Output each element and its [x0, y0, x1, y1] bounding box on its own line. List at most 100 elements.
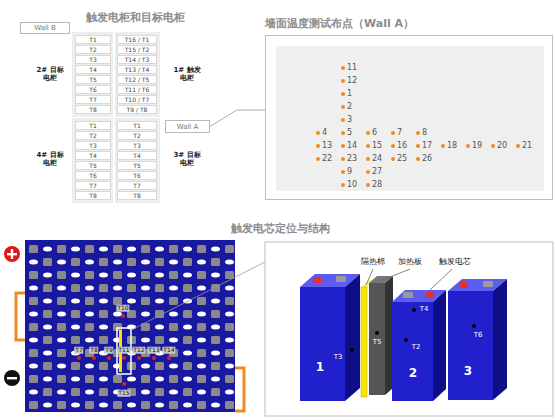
point-number: 10: [347, 181, 357, 190]
node-text: T7: [89, 97, 96, 103]
point-number: 1: [347, 90, 352, 99]
cabinet-cell: T8: [117, 191, 157, 200]
node-text: T8: [133, 193, 140, 199]
battery-cell: [392, 302, 433, 401]
cabinet-cell: T5: [75, 75, 111, 84]
point-number: 8: [422, 129, 427, 138]
cell-number: 1: [316, 361, 324, 374]
cabinet-cell: T6: [75, 171, 111, 180]
cabinet-cell: T4: [75, 151, 111, 160]
cabinet-panel: [72, 118, 160, 203]
test-point: [491, 144, 495, 148]
test-point: [341, 118, 345, 122]
cabinet-cell: T14 / T3: [117, 55, 157, 64]
cabinet-cell: T2: [75, 131, 111, 140]
node-text: T3: [133, 143, 140, 149]
sensor-label: T6: [474, 332, 483, 340]
test-point: [366, 131, 370, 135]
test-point: [316, 131, 320, 135]
node-text: T13 / T4: [125, 67, 150, 73]
part-label: 触发电芯: [439, 258, 471, 267]
positive-symbol: [4, 246, 20, 262]
sensor-label: T7: [74, 347, 83, 354]
node-text: T6: [89, 173, 96, 179]
cell-number: 3: [464, 365, 472, 378]
point-number: 24: [372, 155, 382, 164]
node-text: T1: [89, 37, 96, 43]
section-title: 触发电柜和目标电柜: [86, 12, 185, 24]
busbar-bracket: [235, 368, 244, 411]
test-point: [441, 144, 445, 148]
point-number: 25: [397, 155, 407, 164]
cabinet-cell: T7: [75, 95, 111, 104]
test-point: [366, 144, 370, 148]
node-text: T8: [89, 193, 96, 199]
test-point: [391, 144, 395, 148]
cabinet-cell: T10 / T7: [117, 95, 157, 104]
cabinet-cell: T6: [75, 85, 111, 94]
cabinet-cell: T3: [75, 55, 111, 64]
node-text: T11 / T6: [125, 87, 150, 93]
node-text: T2: [133, 133, 140, 139]
point-number: 16: [397, 142, 407, 151]
cabinet-cell: T13 / T4: [117, 65, 157, 74]
test-point: [341, 79, 345, 83]
node-text: T16 / T1: [125, 37, 150, 43]
point-number: 14: [347, 142, 357, 151]
cabinet-cell: T1: [75, 121, 111, 130]
node-text: T12 / T5: [125, 77, 150, 83]
cabinet-cell: T3: [75, 141, 111, 150]
node-text: T1: [89, 123, 96, 129]
cabinet-label: 2# 目标电柜: [34, 67, 66, 82]
point-number: 2: [347, 103, 352, 112]
cabinet-cell: T5: [75, 161, 111, 170]
cabinet-cell: T11 / T6: [117, 85, 157, 94]
test-point: [316, 157, 320, 161]
sensor-label: T2: [412, 344, 421, 352]
point-number: 26: [422, 155, 432, 164]
sensor-label: T14: [162, 347, 175, 354]
sensor-label: T5: [373, 339, 382, 347]
test-point: [366, 170, 370, 174]
node-text: 墙面温度测试布点（Wall A）: [265, 17, 414, 30]
test-point: [341, 170, 345, 174]
point-number: 28: [372, 181, 382, 190]
node-text: T3: [89, 143, 96, 149]
part-label: 加热板: [398, 258, 422, 267]
cabinet-cell: T8: [75, 191, 111, 200]
node-text: T1: [133, 123, 140, 129]
busbar-bracket: [16, 293, 25, 340]
point-number: 18: [447, 142, 457, 151]
node-text: Wall B: [34, 24, 56, 32]
sensor-label: T3: [334, 354, 343, 362]
node-text: T4: [89, 153, 96, 159]
cabinet-cell: T6: [117, 171, 157, 180]
node-text: T2: [89, 133, 96, 139]
cabinet-cell: T4: [75, 65, 111, 74]
node-text: T8: [89, 107, 96, 113]
node-text: T5: [89, 77, 96, 83]
cabinet-cell: T15 / T2: [117, 45, 157, 54]
point-number: 5: [347, 129, 352, 138]
node-text: T4: [133, 153, 140, 159]
point-number: 27: [372, 168, 382, 177]
node-text: T5: [133, 163, 140, 169]
point-number: 17: [422, 142, 432, 151]
test-point: [416, 144, 420, 148]
cabinet-cell: T7: [75, 181, 111, 190]
battery-cell: [448, 291, 493, 400]
panel-ground: [276, 46, 544, 191]
insulation: [361, 287, 367, 397]
battery-cell: [300, 287, 345, 401]
part-label: 隔热棉: [361, 258, 385, 267]
cabinet-cell: T5: [117, 161, 157, 170]
wall-box: Wall A: [165, 120, 210, 133]
test-point: [391, 131, 395, 135]
point-number: 3: [347, 116, 352, 125]
node-text: T7: [89, 183, 96, 189]
point-number: 12: [347, 77, 357, 86]
node-text: T15 / T2: [125, 47, 150, 53]
cabinet-cell: T1: [75, 35, 111, 44]
node-text: T7: [133, 183, 140, 189]
